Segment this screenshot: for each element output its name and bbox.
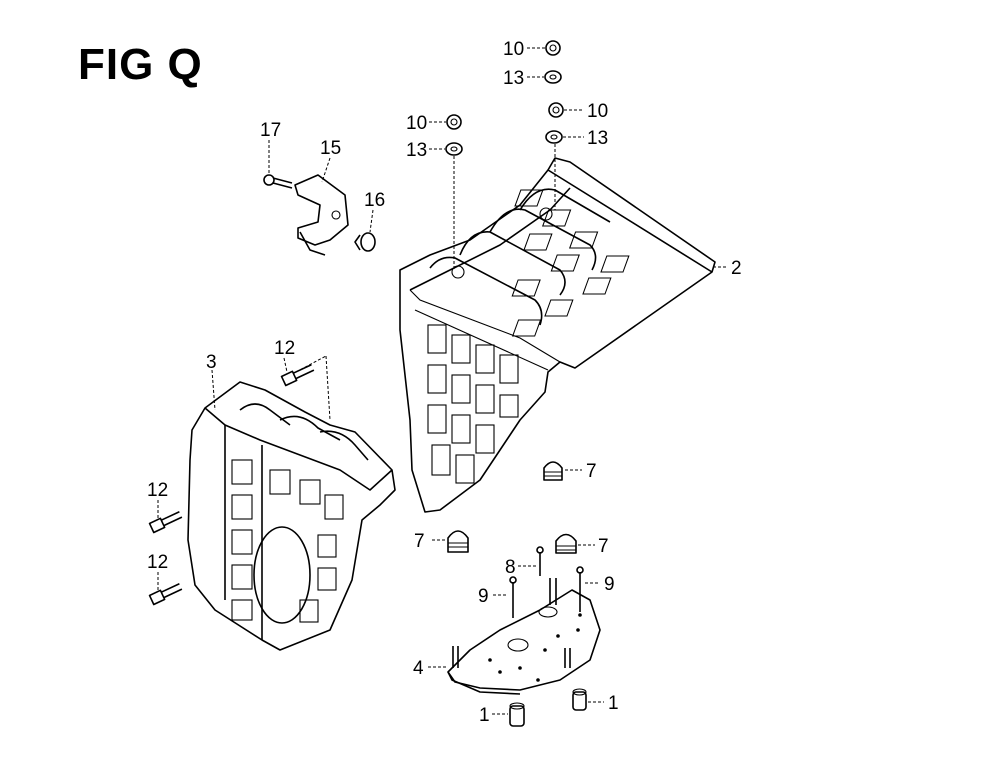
callout-4: 4 — [413, 658, 424, 679]
callout-10-right: 10 — [587, 101, 608, 122]
callout-13-top: 13 — [503, 68, 524, 89]
callout-8: 8 — [505, 557, 516, 578]
leader-lines — [157, 47, 728, 715]
callout-1-left: 1 — [479, 705, 490, 726]
part-17-screw — [263, 174, 293, 189]
rubber-mounts-7 — [447, 461, 577, 554]
callout-13-right: 13 — [587, 128, 608, 149]
callout-16: 16 — [364, 190, 385, 211]
part-16-collar — [354, 232, 376, 252]
nuts-washers — [445, 40, 564, 156]
figure-title: FIG Q — [78, 40, 203, 89]
callout-17: 17 — [260, 120, 281, 141]
part-3-housing — [187, 381, 396, 651]
callout-10-left: 10 — [406, 113, 427, 134]
callout-2: 2 — [731, 258, 742, 279]
callout-13-left: 13 — [406, 140, 427, 161]
callout-labels: 17 15 16 10 13 10 13 10 13 2 12 3 12 12 … — [147, 39, 742, 726]
callout-9-right: 9 — [604, 574, 615, 595]
callout-12-top: 12 — [274, 338, 295, 359]
studs-8-9 — [452, 546, 584, 668]
callout-1-right: 1 — [608, 693, 619, 714]
part-4-base-plate — [447, 589, 601, 695]
callout-10-top: 10 — [503, 39, 524, 60]
callout-7-right: 7 — [598, 536, 609, 557]
callout-12-mid: 12 — [147, 480, 168, 501]
part-15-bracket — [294, 174, 349, 256]
callout-9-left: 9 — [478, 586, 489, 607]
part-2-frame — [399, 157, 716, 513]
callout-12-bottom: 12 — [147, 552, 168, 573]
spacers-1 — [509, 688, 587, 727]
bolts-12 — [148, 363, 315, 606]
callout-3: 3 — [206, 352, 217, 373]
callout-15: 15 — [320, 138, 341, 159]
callout-7-right-top: 7 — [586, 461, 597, 482]
callout-7-left: 7 — [414, 531, 425, 552]
